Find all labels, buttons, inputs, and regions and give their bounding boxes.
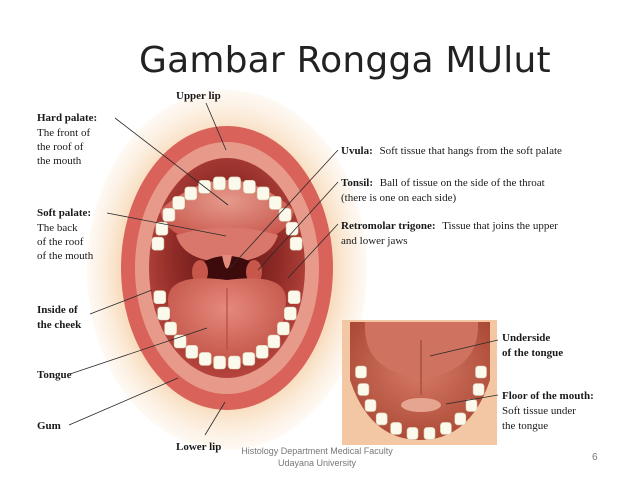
label-hard-palate-line1: The front of [37, 127, 90, 139]
label-tonsil-term: Tonsil: [341, 177, 373, 189]
label-floor-line3: the tongue [502, 420, 548, 432]
lower-tooth [164, 321, 177, 336]
upper-tooth [213, 176, 226, 191]
diagram-labels: Upper lip Hard palate: The front of the … [37, 90, 594, 453]
inset-underside-illustration [342, 320, 497, 445]
footer-line-1: Histology Department Medical Faculty [241, 446, 393, 456]
inset-tooth [465, 399, 478, 412]
inset-tooth [364, 399, 377, 412]
inset-tooth [406, 427, 419, 440]
lower-tooth [287, 290, 301, 305]
lower-tooth [242, 352, 256, 366]
inset-tooth [423, 427, 436, 440]
slide-title: Gambar Rongga MUlut [139, 40, 551, 81]
leader-lines [68, 102, 499, 436]
inset-tooth [390, 422, 402, 435]
label-uvula-term: Uvula: [341, 145, 373, 157]
label-uvula-desc: Soft tissue that hangs from the soft pal… [380, 145, 562, 157]
upper-tooth [172, 196, 185, 210]
inset-glands [401, 398, 441, 412]
leader-underside [429, 339, 499, 357]
tonsil-left [192, 260, 208, 284]
label-retromolar-line2: and lower jaws [341, 235, 408, 247]
label-retromolar: Retromolar trigone: Tissue that joins th… [341, 220, 558, 232]
label-gum: Gum [37, 420, 61, 432]
upper-tooth [228, 176, 241, 191]
upper-tooth [285, 221, 299, 236]
label-tonsil-line2: (there is one on each side) [341, 192, 456, 204]
leader-tonsil [257, 181, 339, 271]
soft-palate [176, 227, 278, 262]
leader-tongue [69, 327, 208, 375]
lower-tooth [228, 355, 241, 370]
leader-gum [68, 377, 179, 426]
upper-tooth [268, 196, 282, 210]
lower-tooth [255, 344, 269, 359]
label-soft-palate-line2: of the roof [37, 236, 84, 248]
lower-tooth [157, 306, 170, 321]
label-inside-cheek-line1: Inside of [37, 304, 78, 316]
upper-tooth [162, 208, 176, 222]
lower-tooth [185, 344, 199, 359]
leader-soft-palate [106, 212, 227, 237]
upper-tooth [256, 186, 270, 201]
uvula [222, 255, 232, 269]
inset-tooth [475, 365, 487, 379]
lower-tooth [267, 334, 281, 349]
inset-teeth [355, 365, 487, 440]
label-tonsil: Tonsil: Ball of tissue on the side of th… [341, 177, 545, 189]
leader-retromolar [287, 223, 339, 279]
label-retromolar-desc: Tissue that joins the upper [442, 220, 558, 232]
lower-tooth [213, 355, 226, 370]
label-floor-line2: Soft tissue under [502, 405, 576, 417]
label-uvula: Uvula: Soft tissue that hangs from the s… [341, 145, 562, 157]
label-inside-cheek-line2: the cheek [37, 319, 82, 331]
tonsil-right [246, 260, 262, 284]
upper-tooth [289, 236, 303, 251]
inset-tooth [357, 383, 370, 396]
label-soft-palate-line3: of the mouth [37, 250, 94, 262]
lower-tooth [277, 321, 290, 336]
inset-tooth [375, 412, 388, 426]
leader-uvula [229, 149, 339, 269]
upper-tooth [184, 186, 198, 201]
label-underside-line1: Underside [502, 332, 550, 344]
leader-hard-palate [114, 117, 229, 206]
label-hard-palate-line3: the mouth [37, 155, 82, 167]
label-floor-term: Floor of the mouth: [502, 390, 594, 402]
page-number: 6 [592, 452, 598, 463]
footer-line-2: Udayana University [277, 458, 357, 468]
upper-tooth [155, 221, 169, 236]
footer-institution: Histology Department Medical Faculty Uda… [232, 445, 402, 469]
leader-floor [445, 394, 499, 405]
leader-inside-cheek [89, 289, 153, 315]
inset-tooth [454, 412, 467, 426]
inset-tooth [355, 365, 367, 379]
label-tonsil-desc: Ball of tissue on the side of the throat [380, 177, 545, 189]
inset-tooth [440, 422, 452, 435]
label-lower-lip: Lower lip [176, 441, 221, 453]
label-retromolar-term: Retromolar trigone: [341, 220, 436, 232]
lower-tooth [283, 306, 297, 321]
upper-tooth [243, 180, 256, 194]
upper-tooth [278, 208, 292, 222]
lower-tooth [153, 290, 167, 305]
label-upper-lip: Upper lip [176, 90, 221, 102]
label-soft-palate-line1: The back [37, 222, 78, 234]
mouth-illustration [87, 90, 367, 450]
label-soft-palate-term: Soft palate: [37, 207, 91, 219]
label-underside-line2: of the tongue [502, 347, 563, 359]
label-hard-palate-line2: the roof of [37, 141, 84, 153]
upper-teeth [151, 176, 303, 251]
upper-tooth [151, 236, 165, 251]
inset-tooth [472, 383, 485, 396]
lower-tooth [198, 352, 212, 366]
leader-lower-lip [204, 401, 226, 436]
leader-upper-lip [205, 102, 227, 151]
label-tongue: Tongue [37, 369, 72, 381]
label-hard-palate-term: Hard palate: [37, 112, 97, 124]
